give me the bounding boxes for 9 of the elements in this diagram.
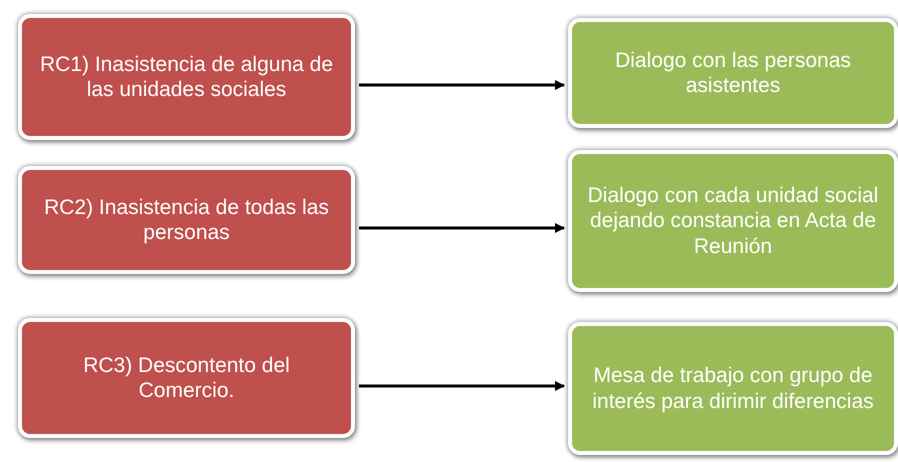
- arrow: [359, 381, 565, 391]
- box-text: Dialogo con cada unidad social dejando constancia en Acta de Reunión: [586, 183, 880, 259]
- arrow: [359, 223, 565, 233]
- box-text: RC3) Descontento del Comercio.: [82, 352, 291, 404]
- box-text: Mesa de trabajo con grupo de interés para dirimir diferencias: [591, 363, 875, 414]
- arrow: [359, 80, 565, 90]
- box-text: RC2) Inasistencia de todas las personas: [43, 194, 330, 246]
- box-text: RC1) Inasistencia de alguna de las unidades sociales: [38, 52, 334, 102]
- box-text: Dialogo con las personas asistentes: [614, 48, 852, 98]
